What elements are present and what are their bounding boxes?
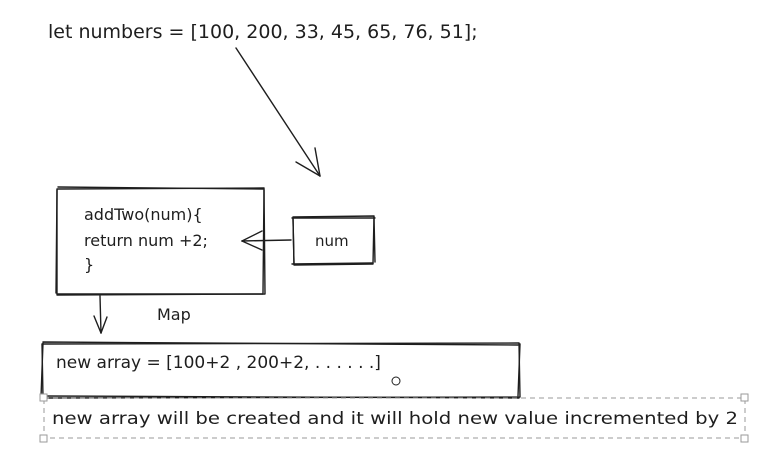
function-line-2: return num +2;: [84, 231, 208, 250]
array-declaration-text[interactable]: let numbers = [100, 200, 33, 45, 65, 76,…: [48, 21, 478, 43]
function-line-1: addTwo(num){: [84, 205, 203, 224]
selection-handle-bottom-right[interactable]: [740, 434, 749, 443]
arrow-function-to-new-array[interactable]: [93, 295, 108, 334]
note-text[interactable]: new array will be created and it will ho…: [52, 409, 738, 428]
arrow-num-to-function[interactable]: [241, 230, 292, 251]
selection-handle-bottom-left[interactable]: [39, 434, 48, 443]
function-line-3: }: [84, 255, 94, 274]
selection-handle-top-right[interactable]: [740, 393, 749, 402]
function-box[interactable]: addTwo(num){ return num +2; }: [55, 186, 266, 296]
note-selection[interactable]: new array will be created and it will ho…: [39, 393, 749, 443]
selection-handle-top-left[interactable]: [39, 393, 48, 402]
num-box-label: num: [315, 232, 349, 250]
new-array-handle-dot[interactable]: [391, 376, 401, 386]
new-array-box[interactable]: new array = [100+2 , 200+2, . . . . . .]: [40, 341, 521, 399]
num-box[interactable]: num: [291, 215, 376, 266]
selection-outline: [43, 397, 746, 439]
arrow-declaration-to-num[interactable]: [235, 47, 321, 177]
map-label[interactable]: Map: [157, 305, 191, 324]
new-array-text: new array = [100+2 , 200+2, . . . . . .]: [56, 353, 381, 373]
